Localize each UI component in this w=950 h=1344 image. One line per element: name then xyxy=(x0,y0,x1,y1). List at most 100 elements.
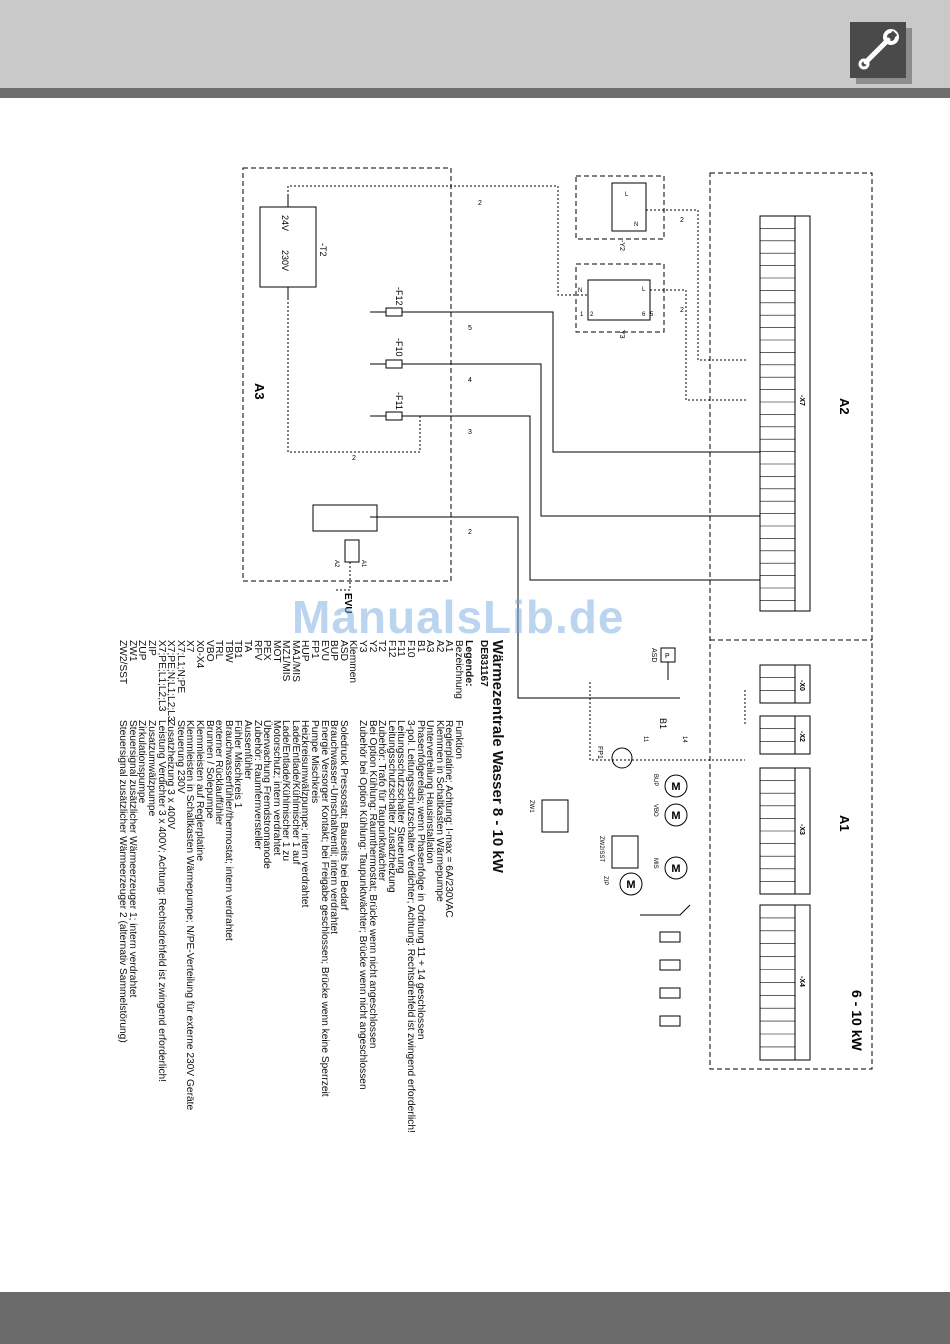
wire-count: 4 xyxy=(468,377,472,384)
legend-function: Energie Versorger Kontakt; bei Freigabe … xyxy=(318,720,330,1097)
relay-a1: A1 xyxy=(360,560,366,568)
relay-name: EVU xyxy=(342,593,353,614)
tool-badge xyxy=(850,22,906,78)
legend-function: Steuersignal zusätzlicher Wärmeerzeuger … xyxy=(126,720,138,998)
transformer-230v: 230V xyxy=(280,250,290,271)
valve-y3-t2: 1 xyxy=(580,312,584,318)
legend-function: Phasenfolgerelais; wenn Phasenfolge in O… xyxy=(414,720,426,1040)
legend-designation: MOT xyxy=(270,640,282,663)
legend-designation: Klemmen xyxy=(347,640,359,684)
zw2-box xyxy=(611,835,639,869)
legend-heading: Legende: xyxy=(463,640,475,687)
fuse-label-f12: -F12 xyxy=(394,287,404,306)
legend-col-head: Funktion xyxy=(453,720,464,760)
legend-function: Leitungsschutzschalter Steuerung xyxy=(395,720,407,874)
legend-function: Lade/Entlade/Kühlmischer 1 auf xyxy=(289,720,301,865)
zw1-box xyxy=(541,799,569,833)
svg-text:M: M xyxy=(671,781,680,793)
legend-designation: HUP xyxy=(299,640,311,662)
strip-x4-label: -X4 xyxy=(798,976,805,987)
legend-designation: ZIP xyxy=(146,640,157,656)
legend-designation: Y2 xyxy=(366,640,378,653)
motor-mis xyxy=(664,856,688,880)
legend-designation: TBW xyxy=(222,640,234,663)
valve-y3 xyxy=(587,279,651,321)
wrench-icon xyxy=(858,29,899,70)
wire-count: 2 xyxy=(352,455,356,462)
legend-designation: MA1/MIS xyxy=(289,640,301,682)
legend-function: Pumpe Mischkreis xyxy=(309,720,321,804)
legend-function: 3-pol. Leitungsschutzschalter Verdichter… xyxy=(405,720,417,1133)
valve-y3-t3: 2 xyxy=(590,312,594,318)
terminal-strip-x0 xyxy=(759,664,811,704)
legend-col-head: Bezeichnung xyxy=(453,640,464,699)
label-a1: A1 xyxy=(837,815,852,832)
legend-designation: T2 xyxy=(376,640,388,652)
legend-designation: ASD xyxy=(337,640,349,661)
label-power: 6 - 10 kW xyxy=(849,990,865,1051)
legend-function: Zubehör: Trafo für Taupunktwächter xyxy=(376,720,388,882)
legend-function: Brauchwasserfühler/thermostat; intern ve… xyxy=(222,720,234,941)
fuse-f12 xyxy=(385,307,403,317)
asd-label: ASD xyxy=(650,648,657,662)
zw1-label: ZW1 xyxy=(528,800,534,813)
legend-designation: Y3 xyxy=(357,640,369,653)
legend-designation: A2 xyxy=(433,640,445,653)
legend-function: Zubehör bei Option Kühlung: Taupunktwäch… xyxy=(357,720,369,1090)
legend-designation: VBO xyxy=(203,640,215,662)
fuse-label-f11: -F11 xyxy=(394,392,404,410)
wire-count: 5 xyxy=(468,325,472,332)
legend-function: Zirkulationspumpe xyxy=(136,720,148,804)
terminal-strip-x2 xyxy=(759,715,811,755)
valve-y3-t4: 5 xyxy=(650,312,654,318)
legend-designation: MZ1/MIS xyxy=(280,640,292,682)
watermark: ManualsLib.de xyxy=(292,591,625,643)
terminal-strip-x7 xyxy=(759,215,811,612)
legend-function: externer Rücklauffühler xyxy=(213,720,225,826)
motor-bup-label: BUP xyxy=(652,774,658,786)
b1-pin-14: 14 xyxy=(681,736,687,743)
fuse-f11 xyxy=(385,411,403,421)
relay-evu xyxy=(312,504,378,532)
legend-function: Klemmen in Schaltkasten Wärmepumpe xyxy=(433,720,445,902)
legend-designation: FP1 xyxy=(309,640,321,659)
legend-function: Steuersignal zusätzlicher Wärmeerzeuger … xyxy=(117,720,129,1043)
legend-designation: A1 xyxy=(443,640,455,653)
wire-count: 2 xyxy=(468,529,472,536)
legend-designation: TB1 xyxy=(232,640,244,659)
strip-x2-label: -X2 xyxy=(798,731,805,742)
legend-designation: TA xyxy=(241,640,253,653)
asd-symbol: P xyxy=(665,653,670,660)
legend-designation: X7 xyxy=(184,640,196,653)
legend-designation: ZUP xyxy=(136,640,148,661)
legend-function: Reglerplatine; Achtung: I-max = 6A/230VA… xyxy=(443,720,455,918)
a2-a1-box xyxy=(709,172,873,1070)
header-stripe xyxy=(0,88,950,98)
legend-function: Zusatzheizung 3 x 400V xyxy=(165,720,177,830)
strip-x0-label: -X0 xyxy=(798,680,805,691)
fuse-f10 xyxy=(385,359,403,369)
legend-function: Bei Option Kühlung: Raumthermostat; Brüc… xyxy=(366,720,378,1049)
